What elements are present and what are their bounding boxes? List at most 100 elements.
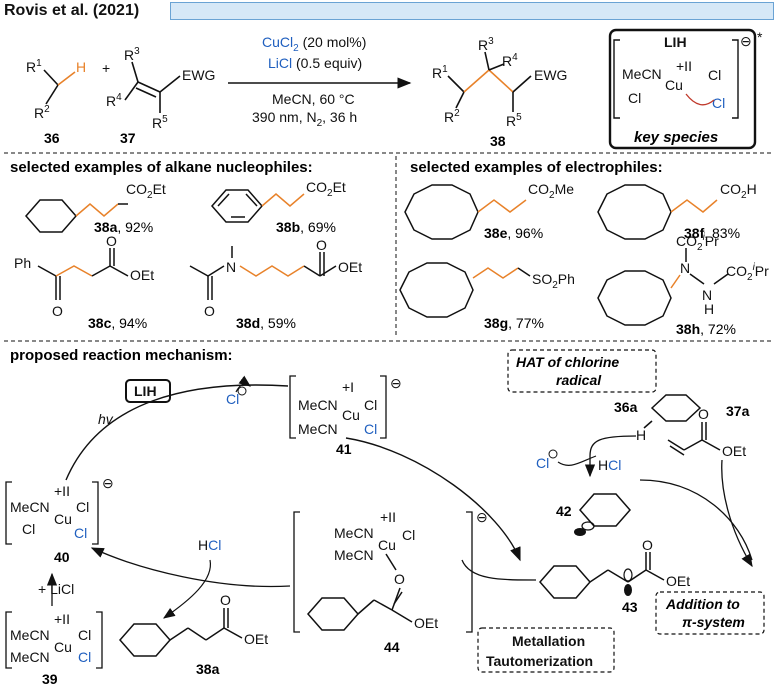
key-star: *	[757, 29, 763, 45]
38h-n2: N	[702, 287, 712, 303]
p-r4-label: R4	[502, 52, 518, 69]
key-bracket-right	[732, 39, 739, 119]
40-bracket-right	[92, 481, 99, 545]
41-cl: Cl	[364, 397, 377, 413]
hat-arrow-down	[589, 435, 637, 457]
38h-label: 38h, 72%	[676, 321, 736, 337]
40-cu: Cu	[54, 511, 72, 527]
38c-ph: Ph	[14, 255, 31, 271]
41-cl-blue: Cl	[364, 421, 377, 437]
38f-label: 38f, 83%	[684, 225, 740, 241]
cycle-arc-right	[345, 437, 521, 562]
compound-36-label: 36	[44, 130, 60, 146]
r5-label: R5	[152, 114, 168, 131]
41-mecn2: MeCN	[298, 421, 338, 437]
structure-36a	[643, 394, 702, 429]
38h-group1: CO2iPr	[676, 232, 719, 253]
r1-label: R1	[26, 58, 42, 75]
addition-line1: Addition to	[665, 596, 740, 612]
condition-cucl2: CuCl2 (20 mol%)	[262, 34, 366, 54]
39-bracket-right	[96, 611, 103, 669]
44-cu-o-bond	[385, 553, 397, 571]
radical-dot-top	[237, 386, 247, 396]
hat-box	[507, 349, 657, 393]
40-cl-blue: Cl	[74, 525, 87, 541]
38d-o1: O	[204, 303, 215, 319]
page-title: Rovis et al. (2021)	[4, 2, 139, 20]
38a-label: 38a, 92%	[94, 219, 153, 235]
structure-42	[579, 493, 631, 527]
key-charge: ⊖	[740, 33, 752, 49]
key-cl-blue: Cl	[712, 95, 725, 111]
addition-path	[639, 479, 753, 561]
metallation-line1: Metallation	[512, 633, 585, 649]
structure-38d	[189, 246, 337, 300]
40-cl-left: Cl	[22, 521, 35, 537]
40-mecn: MeCN	[10, 499, 50, 515]
compound-38a-bottom-label: 38a	[196, 661, 220, 677]
structure-38f	[597, 184, 718, 240]
43-o: O	[642, 537, 653, 553]
p-ewg-label: EWG	[534, 67, 567, 83]
38g-label: 38g, 77%	[484, 315, 544, 331]
44-mecn2: MeCN	[334, 547, 374, 563]
structure-38a	[25, 199, 128, 233]
p-r2-label: R2	[444, 108, 460, 125]
44-mecn1: MeCN	[334, 525, 374, 541]
key-lih-title: LIH	[664, 34, 687, 50]
ewg-label: EWG	[182, 67, 215, 83]
38f-group: CO2H	[720, 181, 757, 201]
40-cl: Cl	[76, 499, 89, 515]
39-cu: Cu	[54, 639, 72, 655]
38c-o2: O	[106, 233, 117, 249]
38b-group: CO2Et	[306, 179, 346, 199]
39-mecn2: MeCN	[10, 649, 50, 665]
38e-group: CO2Me	[528, 181, 574, 201]
38a-group: CO2Et	[126, 181, 166, 201]
41-bracket-left	[289, 375, 296, 439]
condition-solvent: MeCN, 60 °C	[272, 91, 355, 107]
protonation-arrow	[90, 547, 291, 588]
compound-38-label: 38	[490, 133, 506, 149]
40-charge: ⊖	[102, 475, 114, 491]
41-cu: Cu	[342, 407, 360, 423]
39-mecn1: MeCN	[10, 627, 50, 643]
36a-h: H	[636, 427, 646, 443]
compound-41-label: 41	[336, 441, 352, 457]
39-cl-blue: Cl	[78, 649, 91, 665]
compound-42-label: 42	[556, 503, 572, 519]
hcl-label-bottom: HCl	[198, 537, 221, 553]
radical-dot-mid	[548, 449, 558, 459]
38d-o2: O	[316, 237, 327, 253]
header-bar: Rovis et al. (2021)	[0, 0, 778, 22]
44-charge: ⊖	[476, 509, 488, 525]
42-orbital-down	[574, 528, 586, 536]
structure-37a	[667, 422, 721, 456]
compound-37a-label: 37a	[726, 403, 750, 419]
39-cl: Cl	[78, 627, 91, 643]
44-o: O	[394, 571, 405, 587]
40-ox: +II	[54, 483, 70, 499]
41-charge: ⊖	[390, 375, 402, 391]
key-cu: Cu	[665, 77, 683, 93]
p-r5-label: R5	[506, 112, 522, 129]
key-caption: key species	[634, 129, 718, 146]
metallation-box	[477, 627, 615, 673]
plus-licl-label: + LiCl	[38, 581, 74, 597]
h-label: H	[76, 59, 86, 75]
structure-38g	[399, 262, 531, 318]
metallation-line2: Tautomerization	[486, 653, 593, 669]
38h-n1: N	[680, 260, 690, 276]
38g-group: SO2Ph	[532, 271, 575, 291]
condition-light: 390 nm, N2, 36 h	[252, 109, 357, 129]
38c-o1: O	[52, 303, 63, 319]
hv-label: hv	[98, 411, 114, 427]
reactant-36	[43, 69, 76, 105]
key-cl-top: Cl	[708, 67, 721, 83]
39-bracket-left	[5, 611, 12, 669]
43-orbital-up	[623, 568, 633, 582]
43-oet: OEt	[666, 573, 690, 589]
key-ox-state: +II	[676, 58, 692, 74]
addition-line2: π-system	[682, 614, 745, 630]
